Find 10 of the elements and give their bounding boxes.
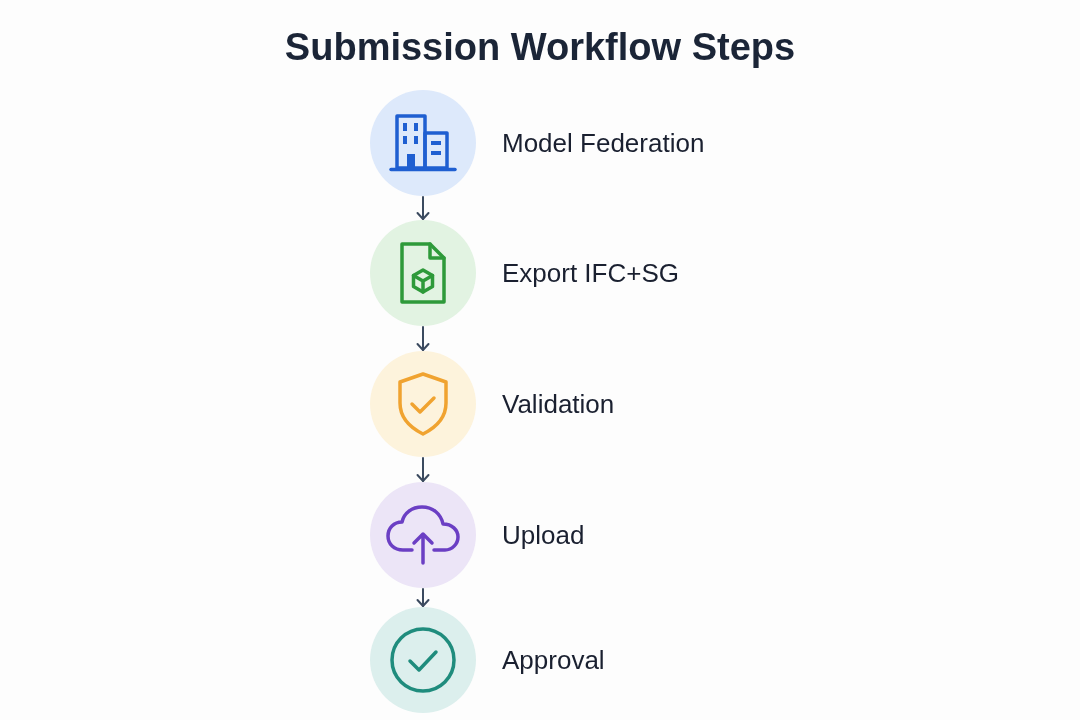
title: Submission Workflow Steps xyxy=(284,25,796,70)
step-label: Approval xyxy=(502,644,605,676)
step-label: Export IFC+SG xyxy=(502,257,679,289)
step-label: Validation xyxy=(502,388,615,420)
arrow xyxy=(416,196,430,220)
step-label: Model Federation xyxy=(502,127,705,159)
step-label: Upload xyxy=(502,519,585,551)
arrow xyxy=(416,588,430,607)
arrow xyxy=(416,326,430,351)
arrow xyxy=(416,457,430,482)
